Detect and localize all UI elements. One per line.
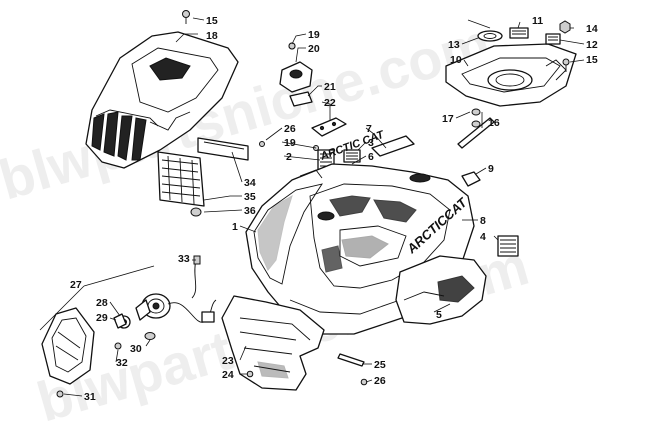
callout-8: 8 <box>480 215 486 227</box>
callout-3: 3 <box>368 137 374 149</box>
callout-32: 32 <box>116 357 128 369</box>
callout-36: 36 <box>244 205 256 217</box>
screw-part-15-left <box>182 10 190 24</box>
wire-harness-part-33 <box>167 255 217 323</box>
callout-26-lower: 26 <box>374 375 386 387</box>
callout-12: 12 <box>586 39 598 51</box>
callout-24: 24 <box>222 369 234 381</box>
callout-10: 10 <box>450 54 462 66</box>
screw-part-24 <box>246 370 254 378</box>
storage-lid-part-10 <box>445 43 577 107</box>
callout-21: 21 <box>324 81 336 93</box>
nut-part-14 <box>559 20 571 34</box>
callout-13: 13 <box>448 39 460 51</box>
clip-part-36 <box>190 207 202 217</box>
callout-11: 11 <box>532 15 543 27</box>
screw-part-26-lower <box>360 378 368 386</box>
decal-part-7 <box>371 135 415 157</box>
callout-17: 17 <box>442 113 454 125</box>
callout-20: 20 <box>308 43 320 55</box>
screw-part-31 <box>56 390 64 398</box>
callout-19-upper: 19 <box>308 29 320 41</box>
callout-2: 2 <box>286 151 292 163</box>
callout-16: 16 <box>488 117 500 129</box>
callout-33: 33 <box>178 253 190 265</box>
callout-27: 27 <box>70 279 82 291</box>
callout-26-upper: 26 <box>284 123 296 135</box>
callout-9: 9 <box>488 163 494 175</box>
callout-31: 31 <box>84 391 96 403</box>
parts-diagram: blwpartsniche.com blwpartsniche.com <box>0 10 598 434</box>
callout-4: 4 <box>480 231 486 243</box>
callout-6: 6 <box>368 151 374 163</box>
callout-22: 22 <box>324 97 336 109</box>
callout-35: 35 <box>244 191 256 203</box>
decal-part-4 <box>497 235 519 257</box>
callout-34: 34 <box>244 177 256 189</box>
nut-part-30 <box>144 332 156 340</box>
callout-30: 30 <box>130 343 142 355</box>
screw-part-32 <box>114 342 122 350</box>
callout-7: 7 <box>366 123 372 135</box>
callout-25: 25 <box>374 359 386 371</box>
diagram-artwork: ARCTIC CAT ARCTICCAT <box>39 10 598 403</box>
callout-18: 18 <box>206 30 218 42</box>
bracket-part-22 <box>311 117 347 137</box>
callout-15-right: 15 <box>586 54 598 66</box>
screw-part-15-right <box>562 58 570 72</box>
decal-part-11 <box>509 27 529 39</box>
screw-part-26-upper <box>259 141 265 147</box>
headlight-housing-part-27 <box>41 307 95 385</box>
rear-cowl-part-18 <box>85 31 239 169</box>
callout-5: 5 <box>436 309 442 321</box>
decal-part-3 <box>343 149 361 163</box>
callout-29: 29 <box>96 312 108 324</box>
headlight-bulb-part <box>135 293 171 321</box>
trim-strip <box>197 137 249 161</box>
screw-part-19-upper <box>288 42 296 50</box>
tube-part-16 <box>457 108 495 149</box>
callout-23: 23 <box>222 355 234 367</box>
front-body-part-1: ARCTIC CAT ARCTICCAT <box>245 128 475 335</box>
grommet-part-9 <box>461 171 481 187</box>
strip-part-25 <box>337 353 365 367</box>
callout-14: 14 <box>586 23 598 35</box>
callout-1: 1 <box>232 221 238 233</box>
decal-part-12 <box>545 33 561 45</box>
callout-15-left: 15 <box>206 15 218 27</box>
cap-part-13 <box>477 30 503 42</box>
leader-lines <box>39 17 585 397</box>
fender-part-5 <box>395 255 487 325</box>
callout-28: 28 <box>96 297 108 309</box>
callout-19-lower: 19 <box>284 137 296 149</box>
block-part-21 <box>289 91 313 107</box>
callout-labels: 15 18 19 20 21 22 26 19 2 7 3 6 34 35 36… <box>70 15 598 403</box>
grille-part-34 <box>157 151 205 207</box>
